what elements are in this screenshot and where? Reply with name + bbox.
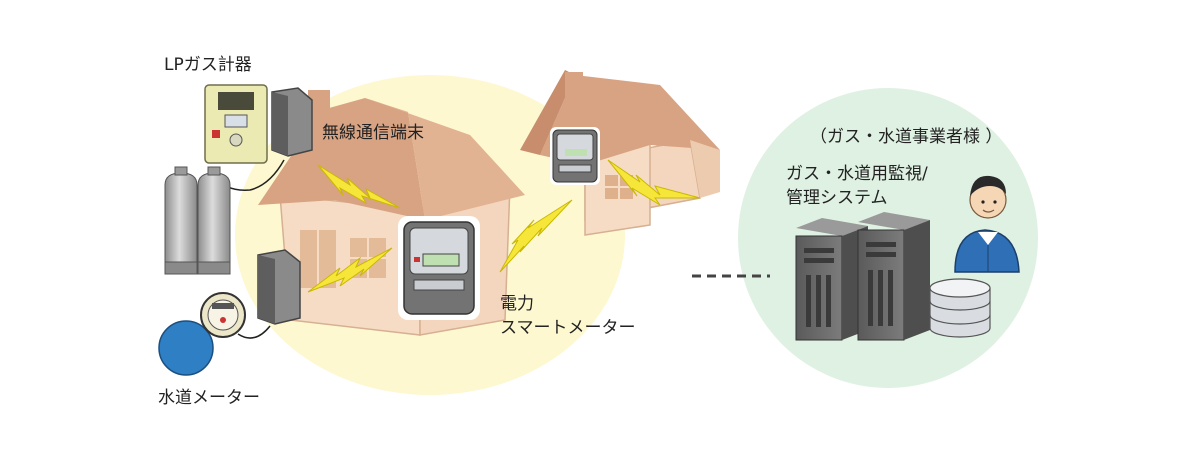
power-smart-meter xyxy=(398,216,480,320)
lightning-gas-to-meter xyxy=(317,164,401,209)
system-label-line1: ガス・水道用監視/ xyxy=(786,164,928,184)
system-label-line2: 管理システム xyxy=(786,188,888,208)
database-icon xyxy=(929,278,991,338)
server-rack-right xyxy=(857,212,930,341)
operator-person-icon xyxy=(954,175,1020,273)
lightning-water-to-meter xyxy=(307,247,393,293)
water-meter-lid xyxy=(158,320,214,376)
wireless-terminal-label: 無線通信端末 xyxy=(322,123,424,143)
gas-cylinders xyxy=(164,166,231,275)
lightning-meter-to-meter xyxy=(499,199,573,273)
power-meter-label-line2: スマートメーター xyxy=(500,318,636,338)
power-smart-meter-back xyxy=(550,127,600,185)
house-back xyxy=(520,70,720,236)
wireless-terminal-gas xyxy=(214,87,313,191)
server-rack-left xyxy=(795,218,868,341)
water-meter xyxy=(200,292,246,338)
power-meter-label-line1: 電力 xyxy=(500,294,534,314)
lightning-back-house xyxy=(607,159,701,206)
water-meter-label: 水道メーター xyxy=(158,388,260,408)
lp-gas-meter xyxy=(204,84,268,164)
wireless-terminal-water xyxy=(237,249,301,339)
operator-label: （ガス・水道事業者様 ） xyxy=(810,127,1003,147)
lp-gas-meter-label: LPガス計器 xyxy=(164,55,252,75)
